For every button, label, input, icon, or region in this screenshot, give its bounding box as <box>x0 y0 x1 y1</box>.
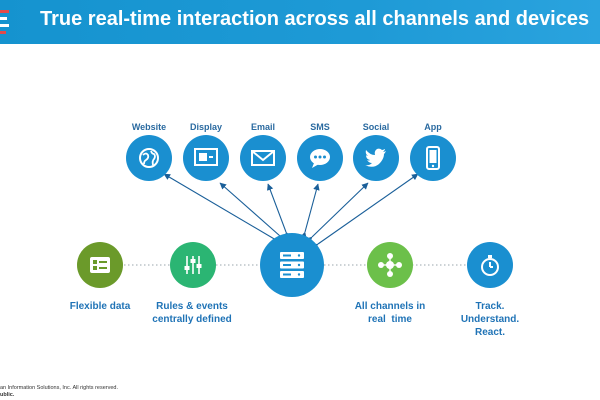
caption-all-channels: All channels in real time <box>354 301 426 325</box>
channel-label-display: Display <box>189 122 223 132</box>
twitter-bird-icon <box>365 148 386 167</box>
node-track-react <box>467 242 513 288</box>
smartphone-icon <box>426 146 440 170</box>
copyright-text: an Information Solutions, Inc. All right… <box>0 385 119 391</box>
channel-label-sms: SMS <box>310 122 330 132</box>
caption-track-react: Track. Understand. React. <box>460 301 520 338</box>
logo-mark-icon <box>0 10 9 34</box>
node-rules-events <box>170 242 216 288</box>
page-title: True real-time interaction across all ch… <box>40 8 590 30</box>
channel-label-social: Social <box>362 122 390 132</box>
server-stack-icon <box>280 252 304 278</box>
node-central-hub <box>260 233 324 297</box>
header-bar: True real-time interaction across all ch… <box>0 0 600 44</box>
sliders-icon <box>184 256 202 274</box>
channel-website <box>126 135 172 181</box>
arrow-website <box>163 173 283 246</box>
channel-app <box>410 135 456 181</box>
channel-label-website: Website <box>131 122 167 132</box>
caption-flexible-data: Flexible data <box>69 301 131 312</box>
node-flexible-data <box>77 242 123 288</box>
envelope-icon <box>251 150 275 166</box>
caption-rules-events: Rules & events centrally defined <box>152 301 232 325</box>
globe-icon <box>139 148 159 168</box>
classification-text: ublic. <box>0 392 15 398</box>
network-icon <box>378 253 402 277</box>
channel-social <box>353 135 399 181</box>
stopwatch-icon <box>481 255 499 276</box>
channel-label-email: Email <box>250 122 276 132</box>
arrow-app <box>311 173 419 251</box>
channel-sms <box>297 135 343 181</box>
node-all-channels <box>367 242 413 288</box>
arrow-sms <box>300 183 320 239</box>
speech-bubble-icon <box>310 149 330 168</box>
channel-label-app: App <box>424 122 442 132</box>
data-list-icon <box>90 257 110 273</box>
display-icon <box>194 148 218 166</box>
channel-display <box>183 135 229 181</box>
arrow-email <box>267 183 292 239</box>
channel-email <box>240 135 286 181</box>
